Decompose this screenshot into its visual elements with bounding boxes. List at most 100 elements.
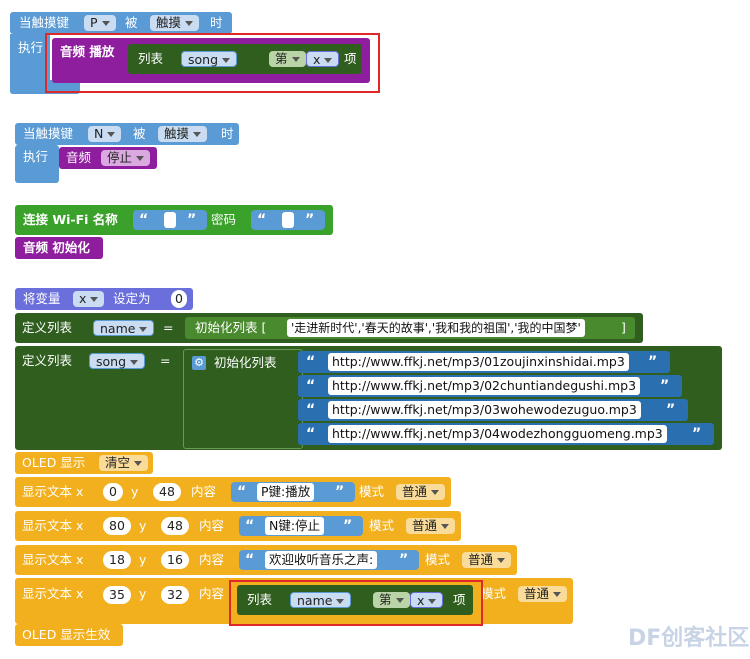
y-label: y — [139, 552, 147, 567]
show-text-label: 显示文本 x — [22, 586, 84, 601]
mode-label: 模式 — [425, 552, 451, 567]
index-var-dropdown[interactable]: x — [410, 592, 444, 608]
content-string[interactable]: “ P键:播放 ” — [231, 482, 355, 502]
close-quote: ” — [692, 426, 702, 442]
oled-mode-dropdown[interactable]: 清空 — [99, 455, 149, 471]
set-to-label: 设定为 — [113, 291, 151, 306]
time-label: 时 — [210, 15, 223, 30]
event-block-touch-p[interactable]: 当触摸键 P 被 触摸 时 — [10, 12, 232, 34]
x-input[interactable]: 0 — [103, 483, 123, 501]
event-block-touch-n[interactable]: 当触摸键 N 被 触摸 时 — [15, 123, 239, 145]
init-list-label: 初始化列表 — [214, 355, 277, 370]
show-text-block-2[interactable]: 显示文本 x 80 y 48 内容 “ N键:停止 ” 模式 普通 — [15, 511, 461, 541]
y-label: y — [139, 586, 147, 601]
list-name-dropdown[interactable]: song — [181, 51, 238, 67]
touch-mode-dropdown[interactable]: 触摸 — [150, 15, 200, 31]
wifi-password-label: 密码 — [211, 212, 237, 227]
mode-label: 模式 — [481, 586, 507, 601]
audio-init-label: 音频 初始化 — [23, 240, 90, 255]
name-items-field[interactable]: '走进新时代','春天的故事','我和我的祖国','我的中国梦' — [287, 319, 585, 337]
highlight-frame-1 — [45, 33, 380, 93]
content-field[interactable]: 欢迎收听音乐之声: — [265, 551, 378, 569]
mode-dropdown[interactable]: 普通 — [462, 552, 512, 568]
y-input[interactable]: 16 — [161, 551, 189, 569]
watermark: DF创客社区 — [628, 626, 750, 651]
index-var-dropdown[interactable]: x — [306, 51, 340, 67]
var-dropdown[interactable]: x — [73, 291, 105, 307]
index-di-dropdown[interactable]: 第 — [269, 51, 306, 67]
mode-dropdown[interactable]: 普通 — [406, 518, 456, 534]
show-text-label: 显示文本 x — [22, 484, 84, 499]
list-label: 列表 — [247, 592, 273, 607]
x-input[interactable]: 18 — [103, 551, 131, 569]
url-field[interactable]: http://www.ffkj.net/mp3/01zoujinxinshida… — [328, 353, 629, 371]
url-string-4[interactable]: “ http://www.ffkj.net/mp3/04wodezhongguo… — [298, 423, 714, 445]
url-field[interactable]: http://www.ffkj.net/mp3/04wodezhongguome… — [328, 425, 667, 443]
exec-label: 执行 — [18, 40, 44, 55]
url-string-3[interactable]: “ http://www.ffkj.net/mp3/03wohewodezugu… — [298, 399, 688, 421]
equals-label: = — [160, 353, 171, 368]
define-list-label: 定义列表 — [22, 353, 73, 368]
wifi-connect-block[interactable]: 连接 Wi-Fi 名称 “ ” 密码 “ ” — [15, 205, 333, 235]
url-field[interactable]: http://www.ffkj.net/mp3/03wohewodezuguo.… — [328, 401, 641, 419]
init-list-inline-block[interactable]: 初始化列表 [ '走进新时代','春天的故事','我和我的祖国','我的中国梦'… — [185, 317, 635, 339]
y-input[interactable]: 48 — [153, 483, 181, 501]
touch-mode-dropdown[interactable]: 触摸 — [158, 126, 208, 142]
content-field[interactable]: N键:停止 — [265, 517, 325, 535]
var-value-input[interactable]: 0 — [171, 290, 187, 308]
list-item-block[interactable]: 列表 song 第 x 项 — [128, 44, 362, 74]
audio-stop-block[interactable]: 音频 停止 — [59, 147, 157, 169]
key-dropdown[interactable]: N — [88, 126, 122, 142]
oled-take-effect-label: OLED 显示生效 — [22, 627, 111, 642]
list-label: 列表 — [138, 51, 164, 66]
y-input[interactable]: 48 — [161, 517, 189, 535]
audio-play-block[interactable]: 音频 播放 列表 song 第 x 项 — [52, 38, 370, 83]
list-name-dropdown[interactable]: name — [93, 320, 155, 336]
define-list-name-block[interactable]: 定义列表 name = 初始化列表 [ '走进新时代','春天的故事','我和我… — [15, 313, 643, 343]
oled-apply-block[interactable]: OLED 显示生效 — [15, 624, 123, 646]
song-list-dropdown[interactable]: song — [89, 353, 146, 369]
content-label: 内容 — [199, 518, 225, 533]
content-label: 内容 — [199, 586, 225, 601]
mode-dropdown[interactable]: 普通 — [518, 586, 568, 602]
x-input[interactable]: 35 — [103, 586, 131, 604]
set-variable-block[interactable]: 将变量 x 设定为 0 — [15, 288, 193, 310]
wifi-name-label: 连接 Wi-Fi 名称 — [23, 212, 118, 227]
list-item-block[interactable]: 列表 name 第 x 项 — [237, 585, 473, 615]
content-field[interactable]: P键:播放 — [257, 483, 315, 501]
show-text-block-1[interactable]: 显示文本 x 0 y 48 内容 “ P键:播放 ” 模式 普通 — [15, 477, 451, 507]
gear-icon[interactable]: ⚙ — [192, 356, 206, 370]
content-string[interactable]: “ N键:停止 ” — [239, 516, 363, 536]
define-list-song-block[interactable]: 定义列表 song = ⚙ 初始化列表 “ http://www.ffkj.ne… — [15, 346, 722, 450]
index-di-dropdown[interactable]: 第 — [373, 592, 410, 608]
content-label: 内容 — [191, 484, 217, 499]
content-string[interactable]: “ 欢迎收听音乐之声: ” — [239, 550, 419, 570]
init-list-block[interactable]: ⚙ 初始化列表 — [183, 349, 303, 449]
event-label: 当触摸键 — [19, 15, 70, 30]
mode-label: 模式 — [369, 518, 395, 533]
content-label: 内容 — [199, 552, 225, 567]
audio-init-block[interactable]: 音频 初始化 — [15, 237, 103, 259]
mode-label: 模式 — [359, 484, 385, 499]
key-dropdown[interactable]: P — [84, 15, 116, 31]
url-string-2[interactable]: “ http://www.ffkj.net/mp3/02chuntiandegu… — [298, 375, 682, 397]
event-block-body: 执行 — [15, 145, 59, 183]
list-name-dropdown[interactable]: name — [290, 592, 352, 608]
audio-action-dropdown[interactable]: 停止 — [101, 150, 151, 166]
wifi-password-field[interactable]: “ ” — [251, 210, 325, 230]
url-string-1[interactable]: “ http://www.ffkj.net/mp3/01zoujinxinshi… — [298, 351, 670, 373]
y-label: y — [131, 484, 139, 499]
time-label: 时 — [221, 126, 234, 141]
highlight-frame-2 — [229, 580, 483, 626]
show-text-block-4[interactable]: 显示文本 x 35 y 32 内容 列表 name 第 x 项 模式 普通 — [15, 578, 573, 624]
set-var-label: 将变量 — [23, 291, 61, 306]
x-input[interactable]: 80 — [103, 517, 131, 535]
show-text-block-3[interactable]: 显示文本 x 18 y 16 内容 “ 欢迎收听音乐之声: ” 模式 普通 — [15, 545, 517, 575]
show-text-label: 显示文本 x — [22, 552, 84, 567]
url-field[interactable]: http://www.ffkj.net/mp3/02chuntiandegush… — [328, 377, 641, 395]
oled-clear-block[interactable]: OLED 显示 清空 — [15, 452, 153, 474]
y-input[interactable]: 32 — [161, 586, 189, 604]
y-label: y — [139, 518, 147, 533]
mode-dropdown[interactable]: 普通 — [396, 484, 446, 500]
wifi-ssid-field[interactable]: “ ” — [133, 210, 207, 230]
